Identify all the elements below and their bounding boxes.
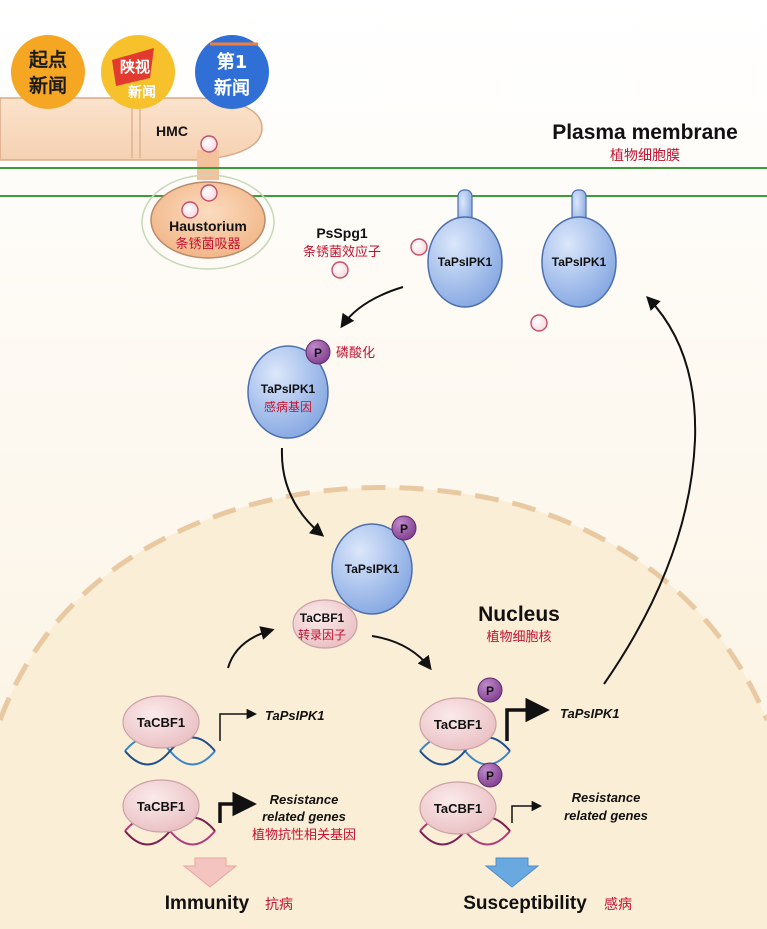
logo-text-line1: 起点 — [28, 49, 67, 71]
promoter-arrow-strong — [505, 697, 550, 741]
effector-label: PsSpg1 — [316, 225, 368, 241]
phosphate-group — [305, 339, 331, 365]
left-gene2-line2: related genes — [262, 809, 346, 824]
nuclear-kinase — [331, 523, 413, 615]
right-gene2-line2: related genes — [564, 808, 648, 823]
phosphate-label: P — [486, 684, 494, 698]
right-gene1-label: TaPsIPK1 — [560, 706, 620, 721]
logo-qidian: 起点 新闻 — [11, 35, 85, 109]
susceptibility-down-arrow — [484, 857, 540, 888]
membrane-kinase-1-label: TaPsIPK1 — [438, 255, 493, 269]
phosphate-group — [477, 762, 503, 788]
effector-label-cn: 条锈菌效应子 — [303, 244, 381, 260]
haustorium-neck — [197, 150, 219, 180]
tf-complex-label-cn: 转录因子 — [298, 627, 346, 642]
immunity-down-arrow — [182, 857, 238, 888]
phosphate-group — [391, 515, 417, 541]
tf-label: TaCBF1 — [137, 799, 185, 814]
membrane-kinase-1 — [427, 216, 503, 308]
logo-text-line1: 第1 — [217, 51, 248, 73]
logo-shaanshi: 陕视 新闻 — [101, 35, 175, 109]
haustorium — [150, 181, 266, 259]
immunity-label-cn: 抗病 — [265, 897, 293, 913]
plasma-membrane-title: Plasma membrane — [552, 121, 738, 144]
effector-vesicle — [410, 238, 428, 256]
left-gene2-cn: 植物抗性相关基因 — [252, 828, 356, 843]
phosphate-group — [477, 677, 503, 703]
susceptibility-label: Susceptibility — [463, 893, 587, 914]
effector-vesicle — [181, 201, 199, 219]
phosphorylation-label-cn: 磷酸化 — [336, 346, 375, 361]
haustorium-label-cn: 条锈菌吸器 — [175, 236, 240, 252]
tf-label: TaCBF1 — [137, 715, 185, 730]
nucleus-title-cn: 植物细胞核 — [486, 630, 551, 645]
logo-diyi: 第1 新闻 — [195, 35, 269, 109]
tf-label: TaCBF1 — [434, 801, 482, 816]
cytoplasm-kinase-label-cn: 感病基因 — [264, 399, 312, 414]
cytoplasm-kinase — [247, 345, 329, 439]
dna-helix — [124, 736, 216, 766]
logo-text-line2: 新闻 — [29, 74, 67, 97]
nucleus-title: Nucleus — [478, 603, 560, 626]
effector-vesicle — [200, 184, 218, 202]
membrane-kinase-2 — [541, 216, 617, 308]
tf-complex-label: TaCBF1 — [300, 611, 345, 625]
promoter-arrow-strong — [218, 791, 257, 823]
arrow-release — [340, 286, 404, 329]
arrow-from-complex — [371, 635, 432, 671]
left-gene1-label: TaPsIPK1 — [265, 708, 325, 723]
tf-bound — [419, 697, 497, 751]
tf-in-complex — [292, 599, 358, 649]
immunity-label: Immunity — [165, 893, 250, 914]
logo-text-line1: 陕视 — [120, 58, 150, 76]
phosphate-label: P — [400, 522, 408, 536]
effector-vesicle — [331, 261, 349, 279]
right-panel: TaCBF1 P TaPsIPK1 TaCBF1 P Resistance re… — [419, 677, 648, 914]
membrane-kinase-2-label: TaPsIPK1 — [552, 255, 607, 269]
nuclear-envelope — [0, 485, 767, 721]
susceptibility-label-cn: 感病 — [604, 896, 632, 913]
haustorium-label: Haustorium — [169, 218, 247, 234]
logo-flag-shape — [112, 48, 154, 86]
promoter-arrow — [219, 708, 258, 741]
left-gene2-line1: Resistance — [270, 792, 339, 807]
phosphate-label: P — [314, 346, 322, 360]
tf-label: TaCBF1 — [434, 717, 482, 732]
tf-bound — [122, 695, 200, 749]
promoter-arrow — [511, 800, 543, 823]
effector-vesicle — [530, 314, 548, 332]
cytoplasm-kinase-label: TaPsIPK1 — [261, 382, 316, 396]
extrahaustorial-matrix — [141, 174, 275, 270]
hmc-label: HMC — [156, 123, 188, 139]
logo-text-line2: 新闻 — [128, 84, 156, 101]
tf-bound — [419, 781, 497, 835]
tf-bound — [122, 779, 200, 833]
right-gene2-line1: Resistance — [572, 790, 641, 805]
phosphate-label: P — [486, 769, 494, 783]
left-panel: TaCBF1 TaPsIPK1 TaCBF1 Resistance relate… — [122, 695, 356, 914]
arrow-to-complex — [227, 626, 275, 669]
dna-helix — [419, 736, 511, 766]
nuclear-kinase-label: TaPsIPK1 — [345, 562, 400, 576]
logo-badge — [195, 35, 269, 109]
arrow-to-membrane — [603, 295, 697, 685]
effector-vesicle — [200, 135, 218, 153]
logo-badge — [11, 35, 85, 109]
logo-text-line2: 新闻 — [214, 77, 250, 99]
arrow-nuclear-import — [280, 447, 325, 537]
plasma-membrane-title-cn: 植物细胞膜 — [610, 148, 680, 164]
